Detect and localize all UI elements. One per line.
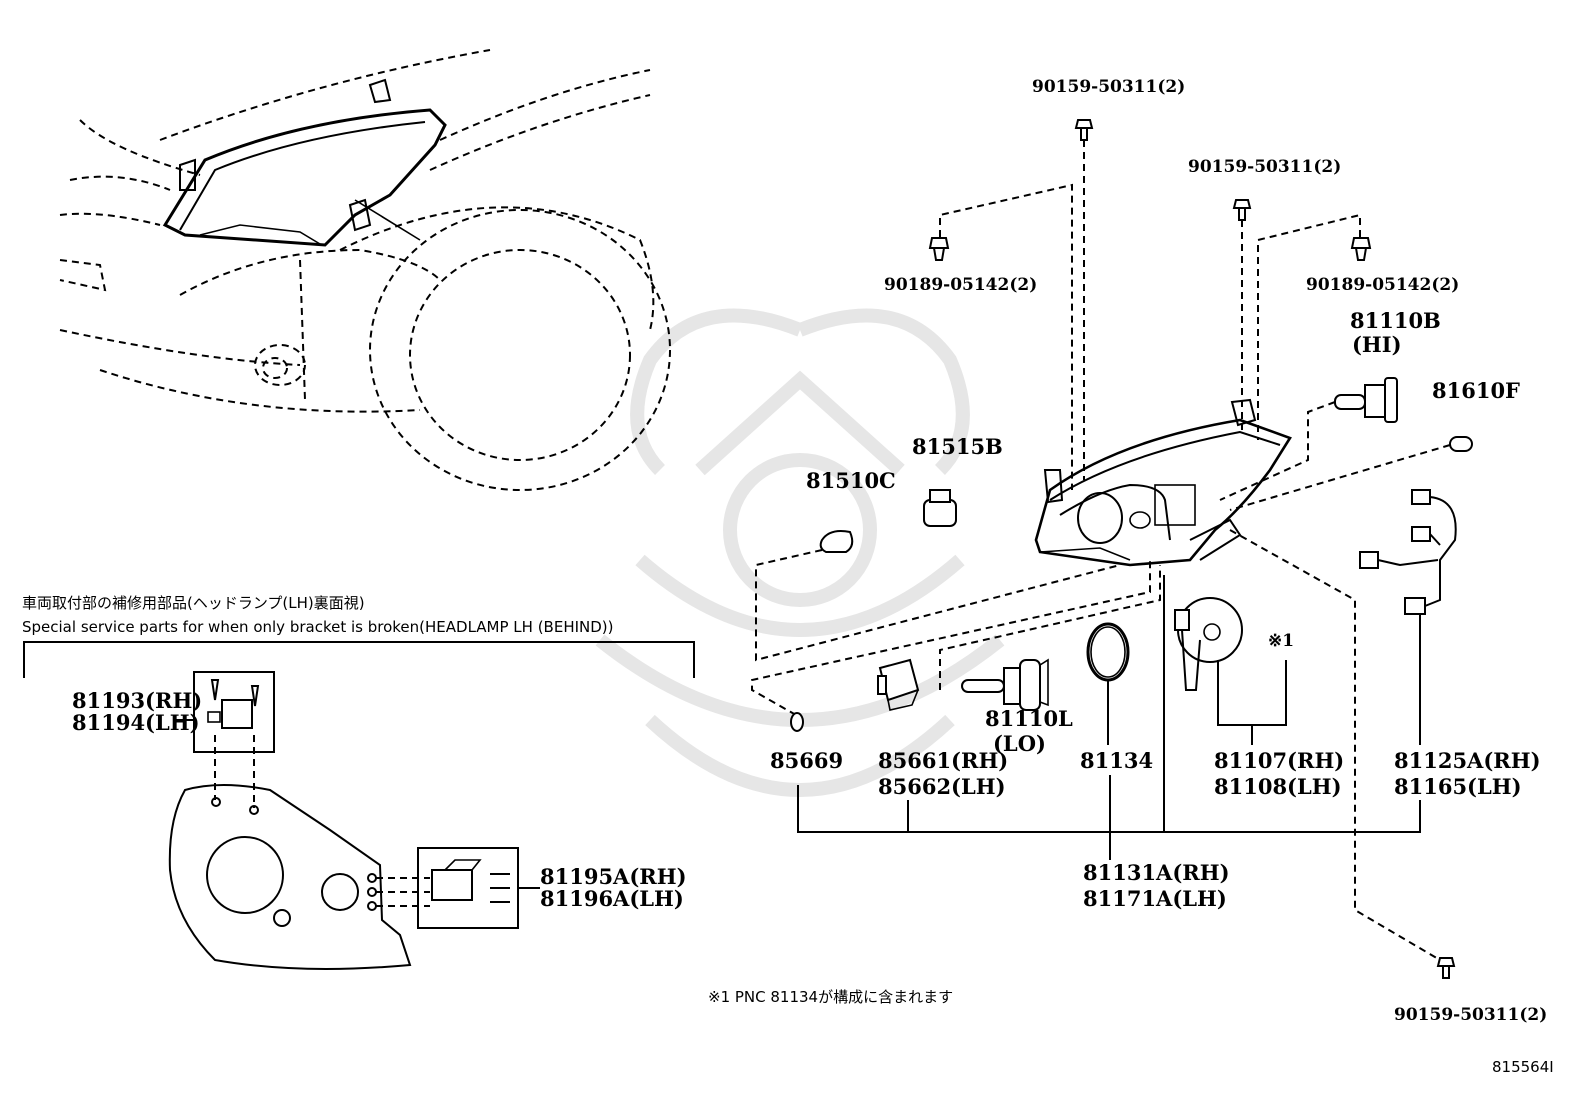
small-bulb-icon bbox=[1449, 436, 1473, 452]
bulb-81610F-label: 81610F bbox=[1432, 378, 1520, 403]
note-mark: ※1 bbox=[1268, 631, 1294, 651]
p81134-label: 81134 bbox=[1080, 748, 1153, 773]
p81108-label: 81108(LH) bbox=[1214, 774, 1342, 799]
p81165-label: 81165(LH) bbox=[1394, 774, 1522, 799]
clip-right-label: 90189-05142(2) bbox=[1306, 275, 1459, 295]
cover-icon bbox=[1174, 597, 1243, 691]
p81193-label: 81193(RH) bbox=[72, 688, 202, 713]
socket-icon bbox=[923, 489, 957, 527]
bulb-hi-type: (HI) bbox=[1352, 332, 1402, 357]
vehicle-front-illustration bbox=[59, 49, 671, 491]
socket-81515B-label: 81515B bbox=[912, 434, 1003, 459]
lo-bulb-icon bbox=[961, 658, 1049, 711]
bolt-top-label: 90159-50311(2) bbox=[1032, 77, 1185, 97]
bolt-right-top-label: 90159-50311(2) bbox=[1188, 157, 1341, 177]
samurai-helmet-watermark bbox=[595, 308, 1005, 797]
p81110L-code: 81110L bbox=[985, 706, 1073, 731]
bulb-hi-code: 81110B bbox=[1350, 308, 1441, 333]
bolt-icon bbox=[1436, 957, 1456, 979]
bottom-bolt-label: 90159-50311(2) bbox=[1394, 1005, 1547, 1025]
clip-icon bbox=[928, 237, 950, 261]
p81196A-label: 81196A(LH) bbox=[540, 886, 684, 911]
assembly-lh-label: 81171A(LH) bbox=[1083, 886, 1227, 911]
bolt-icon bbox=[1074, 119, 1094, 141]
side-bulb-icon bbox=[819, 530, 854, 553]
headlamp-rear-view bbox=[168, 784, 412, 970]
p81125A-label: 81125A(RH) bbox=[1394, 748, 1541, 773]
p85661-label: 85661(RH) bbox=[878, 748, 1008, 773]
clip-icon bbox=[1350, 237, 1372, 261]
p81194-label: 81194(LH) bbox=[72, 710, 200, 735]
p81195A-label: 81195A(RH) bbox=[540, 864, 687, 889]
headlamp-assembly bbox=[1034, 398, 1292, 567]
footnote: ※1 PNC 81134が構成に含まれます bbox=[708, 988, 953, 1006]
figure-code: 815564I bbox=[1492, 1058, 1554, 1076]
assembly-rh-label: 81131A(RH) bbox=[1083, 860, 1230, 885]
wire-harness-icon bbox=[1359, 489, 1457, 615]
bracket-kit-box bbox=[193, 671, 275, 753]
section-bracket-line bbox=[23, 641, 695, 678]
bracket-section-title-en: Special service parts for when only brac… bbox=[22, 618, 614, 636]
bracket-icon bbox=[431, 859, 510, 903]
grommet-icon bbox=[790, 712, 804, 732]
actuator-icon bbox=[877, 658, 920, 711]
p85669-label: 85669 bbox=[770, 748, 843, 773]
bracket-section-title-jp: 車両取付部の補修用部品(ヘッドランプ(LH)裏面視) bbox=[22, 594, 365, 612]
p81107-label: 81107(RH) bbox=[1214, 748, 1344, 773]
bracket-icon bbox=[207, 679, 260, 729]
o-ring-icon bbox=[1086, 622, 1130, 682]
bulb-81510C-label: 81510C bbox=[806, 468, 896, 493]
hi-bulb-icon bbox=[1334, 377, 1398, 423]
p81110L-type: (LO) bbox=[993, 731, 1046, 756]
bolt-icon bbox=[1232, 199, 1252, 221]
clip-left-label: 90189-05142(2) bbox=[884, 275, 1037, 295]
p85662-label: 85662(LH) bbox=[878, 774, 1006, 799]
